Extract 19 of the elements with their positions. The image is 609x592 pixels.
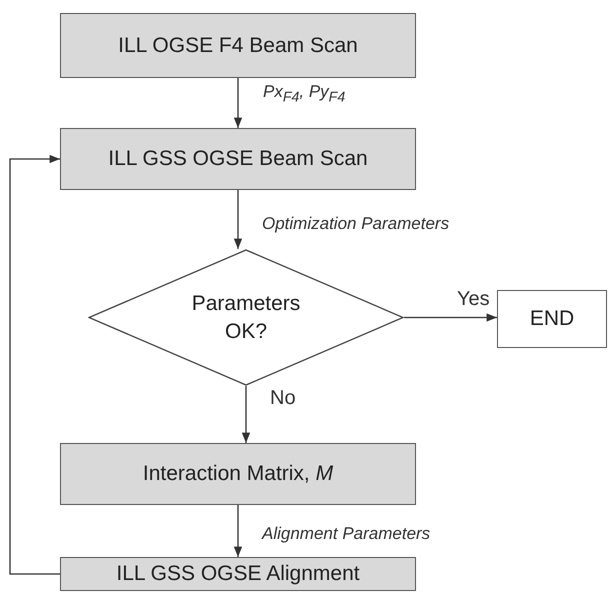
node-label: ILL GSS OGSE Beam Scan: [108, 147, 368, 171]
process-box: [60, 128, 416, 190]
process-box: [60, 13, 416, 78]
arrow: [9, 154, 60, 575]
arrow: [234, 505, 242, 557]
node-label: END: [530, 307, 574, 331]
process-box: [60, 557, 416, 591]
process-box: [60, 443, 416, 505]
node-label: ILL OGSE F4 Beam Scan: [118, 34, 358, 58]
node-label: ILL GSS OGSE Alignment: [116, 562, 360, 586]
node-label: Parameters OK?: [190, 291, 302, 344]
arrow: [404, 313, 497, 322]
end-box: [497, 290, 607, 348]
node-label: Interaction Matrix, M: [142, 462, 334, 486]
edge-label: Alignment Parameters: [260, 524, 432, 544]
arrow: [234, 78, 242, 128]
arrow: [242, 386, 250, 443]
edge-label: Optimization Parameters: [260, 214, 452, 234]
arrow: [234, 190, 242, 249]
